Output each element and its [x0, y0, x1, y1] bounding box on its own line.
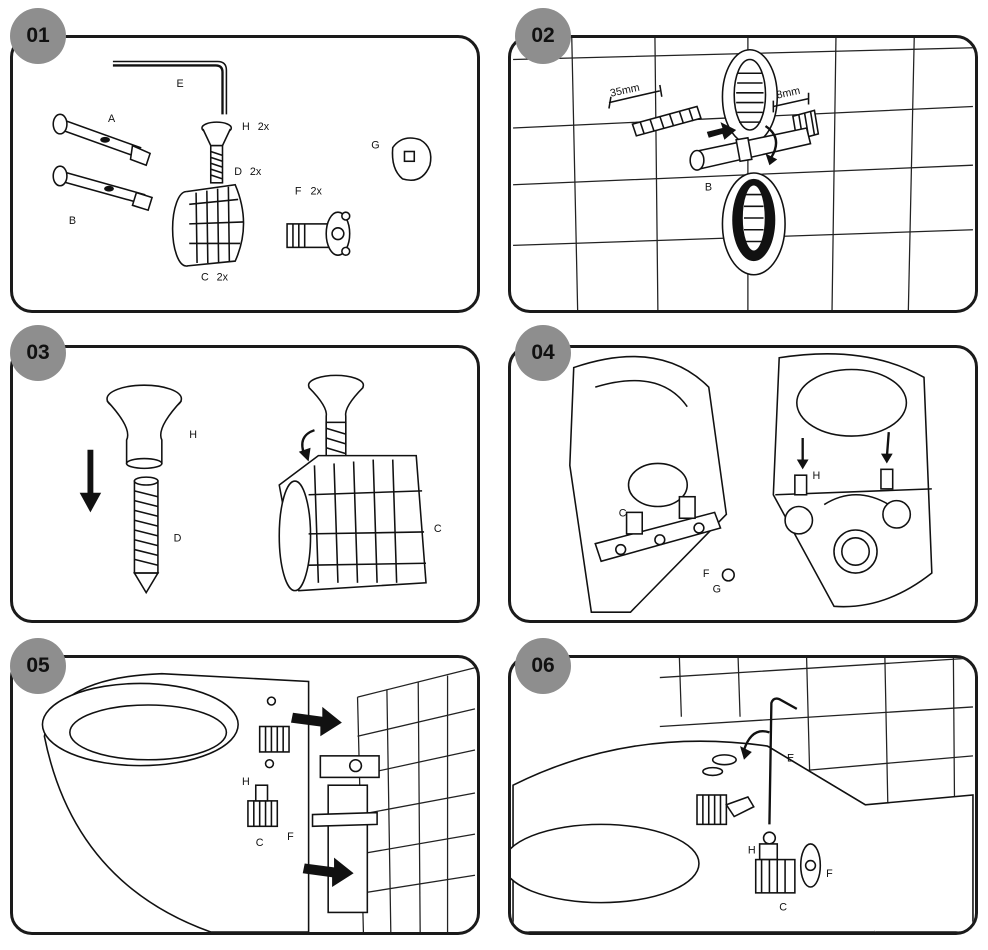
step-05-panel: H C F	[10, 655, 480, 935]
label-H: H	[812, 470, 820, 482]
step-06-panel: E H F C	[508, 655, 978, 935]
rotate-arrow-icon	[742, 730, 770, 751]
label-D: D	[234, 166, 242, 178]
label-D-qty: 2x	[250, 166, 262, 178]
wall-hung-toilet	[41, 672, 310, 932]
step-01-illustration: E A B H 2x D 2x	[52, 60, 432, 284]
wall-bolts	[311, 755, 380, 914]
step-01-panel: E A B H 2x D 2x	[10, 35, 480, 313]
label-G: G	[713, 584, 721, 596]
fixing-C-lower	[754, 831, 822, 894]
step-04-panel: C F G H	[508, 345, 978, 623]
step-badge-06: 06	[515, 638, 571, 694]
part-C	[171, 183, 245, 267]
label-H: H	[748, 845, 756, 857]
step-badge-04: 04	[515, 325, 571, 381]
push-arrow-icon	[706, 122, 737, 140]
label-A: A	[108, 113, 116, 125]
fixing-C-lower	[247, 784, 279, 828]
label-B: B	[705, 182, 712, 194]
label-H: H	[189, 429, 197, 441]
label-H: H	[242, 121, 250, 133]
label-C: C	[434, 523, 442, 535]
step-02-panel: 35mm 8mm B	[508, 35, 978, 313]
step-05-illustration: H C F	[41, 667, 476, 932]
label-F: F	[295, 186, 302, 198]
label-B: B	[69, 215, 76, 227]
label-F-qty: 2x	[311, 186, 323, 198]
bolt-B	[689, 127, 812, 171]
step-badge-01: 01	[10, 8, 66, 64]
rotate-arrow-icon	[764, 125, 778, 158]
toilet-underside-left	[569, 355, 728, 613]
step-badge-03: 03	[10, 325, 66, 381]
label-F: F	[703, 568, 710, 580]
part-H	[201, 121, 233, 147]
part-F	[286, 211, 351, 256]
part-D	[209, 144, 224, 184]
anchor-B	[52, 165, 154, 212]
anchor-A	[52, 113, 152, 167]
label-C: C	[619, 507, 627, 519]
step-04-illustration: C F G H	[569, 353, 933, 613]
step-badge-02: 02	[515, 8, 571, 64]
toilet-back-right	[772, 353, 933, 608]
label-C: C	[779, 901, 787, 913]
label-E: E	[787, 753, 794, 765]
step-03-illustration: H D C	[79, 374, 442, 595]
wall-hung-toilet	[511, 740, 974, 932]
tiled-wall	[659, 658, 974, 913]
step-03-panel: H D C	[10, 345, 480, 623]
assembled-H-D-C	[278, 374, 427, 592]
fixing-C-upper	[258, 725, 290, 753]
fixing-C-upper	[696, 794, 755, 826]
label-G: G	[371, 140, 379, 152]
arrow-down-icon	[79, 449, 102, 513]
part-D	[133, 476, 160, 595]
dimension-right: 8mm	[775, 85, 801, 102]
label-D: D	[174, 533, 182, 545]
threaded-rod-left	[631, 105, 702, 137]
label-F: F	[287, 831, 294, 843]
label-H-qty: 2x	[258, 121, 270, 133]
label-C: C	[256, 837, 264, 849]
label-F: F	[826, 868, 833, 880]
lower-wall-opening	[721, 172, 786, 276]
step-06-illustration: E H F C	[511, 658, 974, 932]
part-G	[721, 568, 735, 582]
arrow-right-icon-lower	[302, 857, 354, 887]
part-H	[106, 384, 183, 470]
label-C: C	[201, 272, 209, 284]
label-C-qty: 2x	[217, 272, 229, 284]
allen-key-E	[768, 697, 798, 825]
step-02-illustration: 35mm 8mm B	[513, 38, 973, 310]
step-badge-05: 05	[10, 638, 66, 694]
label-H: H	[242, 776, 250, 788]
part-G	[391, 137, 432, 182]
tiled-wall	[356, 667, 476, 932]
label-E: E	[177, 78, 184, 90]
arrow-right-icon-upper	[290, 706, 342, 737]
